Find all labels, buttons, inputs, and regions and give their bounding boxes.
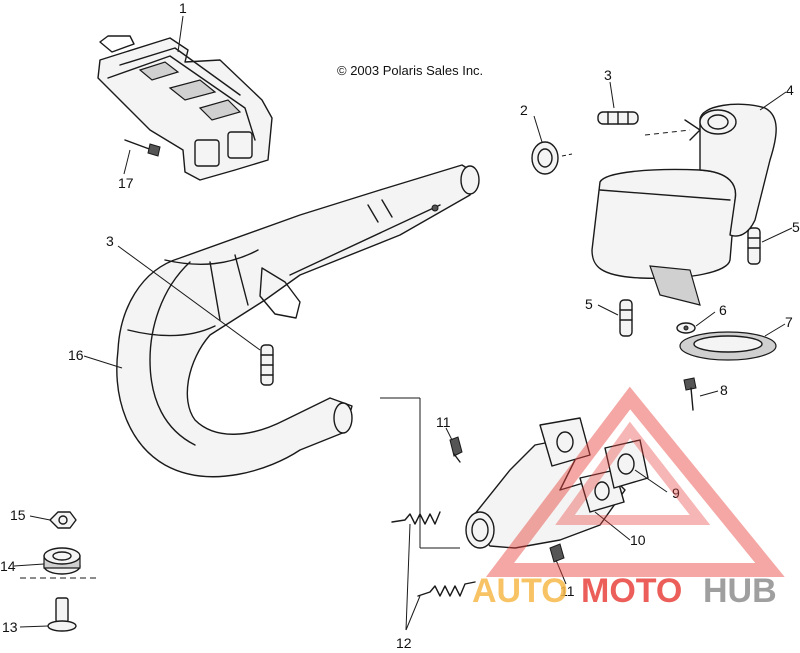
callout-15: 15 <box>10 507 26 523</box>
callout-4: 4 <box>786 82 794 98</box>
part-13-stud <box>47 597 77 632</box>
callout-13: 13 <box>2 619 18 635</box>
callout-14: 14 <box>0 558 16 574</box>
part-3-spring-top <box>597 111 639 125</box>
callout-3-left: 3 <box>106 233 114 249</box>
callout-2: 2 <box>520 102 528 118</box>
callout-5-mid: 5 <box>585 296 593 312</box>
part-5-spring-right <box>747 227 761 265</box>
part-8-bolt <box>683 377 697 411</box>
callout-16: 16 <box>68 347 84 363</box>
leader-lines <box>13 15 793 631</box>
part-4-muffler <box>591 103 777 306</box>
callout-8: 8 <box>720 382 728 398</box>
part-12-springs <box>380 397 476 597</box>
part-17-bolt <box>124 139 161 157</box>
part-3-spring-left <box>260 344 274 386</box>
part-16-exhaust-pipe <box>116 164 480 478</box>
part-11-fastener-bottom <box>549 543 565 563</box>
callout-10: 10 <box>630 532 646 548</box>
callout-12: 12 <box>396 635 412 651</box>
callout-17: 17 <box>118 175 134 191</box>
callout-7: 7 <box>785 314 793 330</box>
callout-11-top: 11 <box>436 414 451 430</box>
part-11-fastener-top <box>449 436 463 463</box>
callout-5-right: 5 <box>792 219 800 235</box>
callout-6: 6 <box>719 302 727 318</box>
watermark-text-hub: HUB <box>703 572 777 610</box>
watermark-text-auto: AUTO <box>472 572 568 610</box>
part-2-gasket <box>531 141 573 175</box>
watermark-triangle-icon <box>485 386 785 577</box>
callout-3-top: 3 <box>604 67 612 83</box>
part-9-flange <box>604 439 649 489</box>
callout-9: 9 <box>672 485 680 501</box>
part-5-spring-mid <box>619 299 633 337</box>
callout-1: 1 <box>179 0 187 16</box>
watermark: AUTO MOTO HUB <box>472 386 785 610</box>
part-6-washer <box>676 322 696 334</box>
copyright-text: © 2003 Polaris Sales Inc. <box>337 63 483 78</box>
callout-11-bottom: 11 <box>560 583 575 599</box>
part-7-gasket <box>679 331 777 361</box>
part-15-nut <box>49 511 77 529</box>
part-14-bushing <box>20 547 100 579</box>
watermark-text-moto: MOTO <box>581 572 682 610</box>
part-1-bracket <box>97 35 273 181</box>
